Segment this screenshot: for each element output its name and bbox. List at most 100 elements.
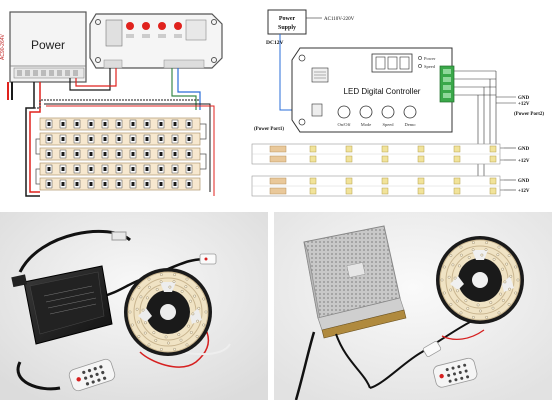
reel-led [137, 286, 141, 289]
led-chip-core [117, 137, 121, 141]
strip-led-chip [345, 145, 353, 153]
led-strip-top-pair [251, 143, 501, 165]
strip-led-chip [309, 187, 317, 195]
led-chip-core [173, 137, 177, 141]
reel-led [167, 341, 170, 345]
reel-led [464, 299, 468, 303]
reel-led [180, 289, 184, 293]
reel-led [514, 265, 518, 269]
gnd-label-strip1: GND [518, 147, 530, 152]
reel-led [148, 285, 151, 289]
reel-led [496, 253, 500, 257]
strip-led-chips [269, 145, 497, 195]
led-chip-core [89, 152, 93, 156]
reel-led [172, 280, 176, 283]
power-port1-label: (Power Port1) [254, 127, 284, 132]
led-chip-core [145, 122, 149, 126]
led-chip-core [173, 182, 177, 186]
strip-led-chip [453, 187, 461, 195]
button-label-mode: Mode [361, 122, 372, 127]
reel-led [501, 299, 505, 302]
reel-led [447, 275, 451, 279]
led-chip-core [131, 167, 135, 171]
strip-led-chip [309, 155, 317, 163]
reel-led [189, 299, 192, 303]
reel-led [472, 241, 475, 244]
strip-led-chip [381, 187, 389, 195]
power-port2-label: (Power Port2) [514, 112, 544, 117]
button-label-speed: Speed [383, 122, 395, 127]
reel-led [177, 333, 181, 336]
led-digital-controller: Power Speed LED Digital Controller On/Of… [291, 47, 455, 133]
power-supply-label-line2: Supply [278, 25, 296, 31]
reel-led [457, 264, 461, 268]
controller-button-3 [158, 22, 166, 30]
strip-led-chip [309, 145, 317, 153]
gnd-label-top: GND [518, 96, 530, 101]
led-chip-core [61, 122, 65, 126]
led-chip-core [103, 137, 107, 141]
reel-led [497, 245, 501, 249]
reel-led [137, 320, 141, 324]
reel-led [139, 295, 143, 299]
led-chip-core [187, 137, 191, 141]
plus12v-label-strip2: +12V [518, 189, 530, 194]
led-chip-core [145, 152, 149, 156]
strip-led-chip [453, 177, 461, 185]
reel-led [159, 280, 163, 284]
reel-led [147, 343, 151, 347]
button-mode [359, 105, 373, 119]
led-chip-core [187, 152, 191, 156]
reel-led [499, 292, 503, 296]
reel-led [459, 311, 463, 315]
led-chip-core [89, 122, 93, 126]
power-supply-box [267, 9, 307, 35]
ac-voltage-label: AC110V-220V [324, 17, 355, 22]
led-chip-core [75, 152, 79, 156]
strip-led-chip [417, 187, 425, 195]
reel-led [507, 254, 511, 257]
led-chip-core [187, 122, 191, 126]
led-chip-core [159, 137, 163, 141]
reel-led [191, 312, 195, 316]
led-chip-core [103, 152, 107, 156]
reel-led [135, 307, 139, 311]
reel-led [492, 257, 496, 261]
button-demo [403, 105, 417, 119]
product-photo-psu-kit [274, 212, 552, 400]
led-chip-core [61, 182, 65, 186]
reel-led [160, 273, 163, 276]
reel-led [130, 323, 134, 327]
reel-led [471, 248, 475, 252]
strip-led-chip [381, 155, 389, 163]
strip-led-chip [345, 187, 353, 195]
inline-controller [422, 341, 442, 357]
strip-led-chip [489, 155, 497, 163]
reel-led [491, 306, 495, 310]
reel-led [168, 285, 172, 289]
strip-led-chip [453, 145, 461, 153]
reel-led [195, 335, 199, 338]
led-chip-core [173, 167, 177, 171]
reel-led [489, 301, 493, 304]
reel-led [128, 310, 132, 314]
indicator-power-label: Power [424, 56, 436, 61]
reel-led [455, 299, 459, 303]
reel-led [145, 296, 149, 300]
reel-led [509, 274, 513, 278]
button-label-on-off: On/Off [338, 122, 351, 127]
led-controller-box [89, 13, 223, 69]
led-chip-core [103, 182, 107, 186]
led-chip-core [117, 152, 121, 156]
reel-led [164, 335, 168, 339]
controller-title: LED Digital Controller [344, 87, 421, 96]
reel-led [476, 303, 480, 307]
strip-led-chip [309, 177, 317, 185]
led-chip-core [103, 122, 107, 126]
reel-led [508, 287, 512, 291]
reel-led [195, 286, 199, 289]
reel-led [503, 280, 507, 284]
power-supply-label-line1: Power [279, 16, 296, 22]
reel-led [451, 263, 455, 267]
led-chip-core [173, 152, 177, 156]
